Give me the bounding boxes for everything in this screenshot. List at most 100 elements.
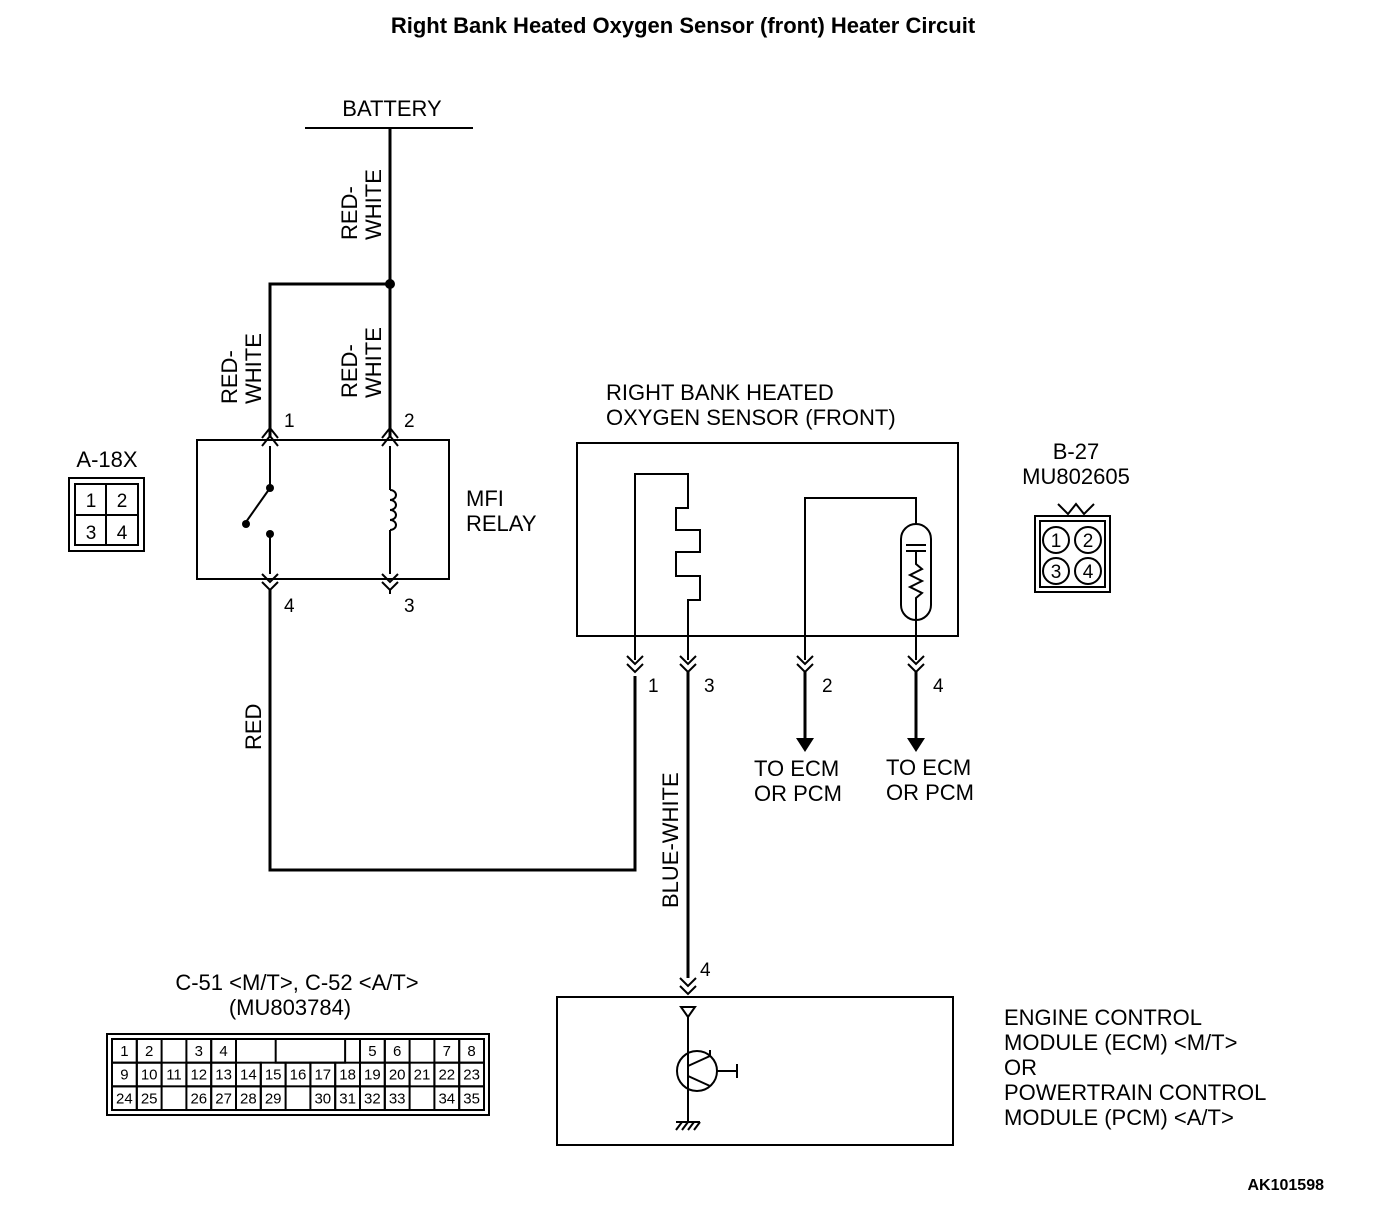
svg-text:1: 1 [86, 491, 97, 512]
sensor-label: RIGHT BANK HEATED OXYGEN SENSOR (FRONT) [606, 380, 896, 430]
svg-text:4: 4 [1083, 562, 1094, 583]
connector-c51-pin: 24 [116, 1090, 133, 1107]
relay-pin4-connector [261, 573, 279, 584]
ecm-ground-icon [675, 1121, 701, 1131]
sensor-pin-connectors [626, 655, 925, 674]
connector-c51-pin: 2 [145, 1043, 153, 1060]
connector-c51-pin: 5 [368, 1043, 376, 1060]
connector-a18x: 1 2 3 4 [68, 477, 145, 552]
svg-text:POWERTRAIN CONTROL: POWERTRAIN CONTROL [1004, 1080, 1266, 1105]
sensor-box [576, 442, 959, 637]
connector-c51-pin: 30 [314, 1090, 331, 1107]
connector-c51-pin: 13 [215, 1067, 232, 1084]
connector-c51-pin: 7 [443, 1043, 451, 1060]
connector-c51-pin: 21 [414, 1067, 431, 1084]
svg-text:2: 2 [117, 491, 128, 512]
relay-pin3-number: 3 [404, 596, 415, 617]
connector-c51-cell [383, 1085, 411, 1112]
svg-text:RED-: RED- [337, 344, 362, 398]
svg-text:OXYGEN SENSOR (FRONT): OXYGEN SENSOR (FRONT) [606, 405, 896, 430]
to-ecm-left-label: TO ECM OR PCM [754, 756, 842, 806]
svg-text:OR PCM: OR PCM [754, 781, 842, 806]
connector-c51-pin: 22 [438, 1067, 455, 1084]
connector-c51-key [274, 1038, 347, 1064]
connector-c51-pin: 33 [389, 1090, 406, 1107]
connector-c51-pin: 29 [265, 1090, 282, 1107]
svg-text:3: 3 [86, 523, 97, 544]
connector-c51-cell [259, 1085, 287, 1112]
relay-pin4-number: 4 [284, 596, 295, 617]
wire-relay-pin1 [268, 282, 390, 438]
svg-text:WHITE: WHITE [361, 327, 386, 398]
ecm-transistor-icon [676, 1006, 738, 1122]
connector-c51-pin: 19 [364, 1067, 381, 1084]
svg-text:2: 2 [1083, 531, 1094, 552]
connector-c51-pin: 31 [339, 1090, 356, 1107]
connector-b27-name: B-27 [1053, 439, 1099, 464]
svg-text:OR: OR [1004, 1055, 1037, 1080]
connector-c51-pin: 17 [314, 1067, 331, 1084]
svg-text:RELAY: RELAY [466, 511, 537, 536]
svg-text:RED-: RED- [217, 350, 242, 404]
svg-text:4: 4 [117, 523, 128, 544]
svg-text:MODULE (ECM) <M/T>: MODULE (ECM) <M/T> [1004, 1030, 1237, 1055]
svg-text:RED-: RED- [337, 186, 362, 240]
relay-pin1-connector [261, 426, 279, 439]
sensor-element-icon [804, 497, 932, 660]
connector-c51-pin: 10 [141, 1067, 158, 1084]
connector-c51-label: C-51 <M/T>, C-52 <A/T> [175, 970, 418, 995]
connector-c51-pin: 11 [166, 1067, 182, 1084]
connector-c51-pin: 8 [467, 1043, 475, 1060]
wire-label-red: RED [241, 704, 266, 750]
connector-c51-part: (MU803784) [229, 995, 351, 1020]
connector-c51-pin: 34 [438, 1090, 455, 1107]
wire-label-blue-white: BLUE-WHITE [658, 772, 683, 908]
connector-c51-pin: 16 [290, 1067, 307, 1084]
connector-c51-cell [135, 1085, 163, 1112]
connector-c51-cell [458, 1085, 486, 1112]
svg-text:TO ECM: TO ECM [754, 756, 839, 781]
wire-label-relay-pin1: RED- WHITE [217, 333, 266, 404]
to-ecm-right-label: TO ECM OR PCM [886, 755, 974, 805]
sensor-pin3-number: 3 [704, 676, 715, 697]
svg-text:1: 1 [1051, 531, 1062, 552]
relay-coil-icon [389, 446, 397, 574]
svg-text:WHITE: WHITE [361, 169, 386, 240]
connector-c51-pin: 1 [120, 1043, 128, 1060]
connector-a18x-name: A-18X [76, 447, 137, 472]
connector-c51-pin: 3 [195, 1043, 203, 1060]
relay-pin1-number: 1 [284, 411, 295, 432]
connector-c51-pin: 20 [389, 1067, 406, 1084]
connector-c51-pin: 27 [215, 1090, 232, 1107]
relay-pin3-connector [381, 573, 399, 584]
connector-c51-pin: 14 [240, 1067, 257, 1084]
svg-text:TO ECM: TO ECM [886, 755, 971, 780]
svg-text:WHITE: WHITE [241, 333, 266, 404]
arrow-to-ecm-right [907, 738, 925, 752]
sensor-pin1-number: 1 [648, 676, 659, 697]
connector-c51-pin: 15 [265, 1067, 282, 1084]
svg-text:3: 3 [1051, 562, 1062, 583]
diagram-code: AK101598 [1248, 1177, 1325, 1194]
relay-pin2-connector [381, 426, 399, 439]
connector-c51-pin: 28 [240, 1090, 257, 1107]
sensor-pin2-number: 2 [822, 676, 833, 697]
sensor-pin4-number: 4 [933, 676, 944, 697]
connector-c51-pin: 6 [393, 1043, 401, 1060]
mfi-relay-box [196, 439, 450, 580]
svg-text:RIGHT BANK HEATED: RIGHT BANK HEATED [606, 380, 834, 405]
ecm-box [556, 996, 954, 1146]
ecm-pin-number: 4 [700, 960, 711, 981]
wire-label-relay-pin2: RED- WHITE [337, 327, 386, 398]
connector-c51-pin: 9 [120, 1067, 128, 1084]
connector-c51-pin: 32 [364, 1090, 381, 1107]
connector-c51-pin: 23 [463, 1067, 480, 1084]
connector-c51-pin: 25 [141, 1090, 158, 1107]
connector-b27-part: MU802605 [1022, 464, 1130, 489]
wire-red [268, 590, 637, 872]
connector-c51-pin: 26 [190, 1090, 207, 1107]
svg-text:ENGINE CONTROL: ENGINE CONTROL [1004, 1005, 1202, 1030]
ecm-pin-connector [679, 977, 697, 988]
